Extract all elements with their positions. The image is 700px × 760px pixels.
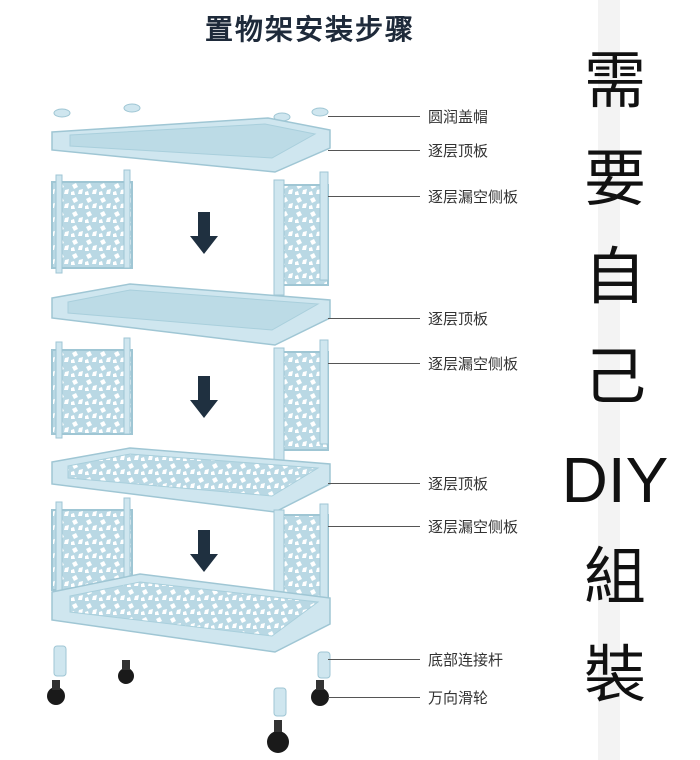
- leader-line: [328, 483, 420, 484]
- side-text-char: 裝: [583, 638, 646, 711]
- side-panel-left-2: [51, 337, 133, 439]
- leader-line: [328, 363, 420, 364]
- down-arrow-icon: [190, 376, 218, 418]
- side-text-char: 己: [583, 340, 646, 413]
- label-top-board-2: 逐层顶板: [428, 310, 489, 328]
- side-panel-right-2: [273, 339, 329, 461]
- cap-group: [53, 103, 329, 122]
- leader-line: [328, 318, 420, 319]
- label-side-panel-3: 逐层漏空侧板: [428, 518, 519, 536]
- down-arrow-icon: [190, 530, 218, 572]
- bottom-tray: [51, 573, 331, 653]
- leader-line: [328, 697, 420, 698]
- connector-rods: [53, 645, 331, 717]
- leader-line: [328, 116, 420, 117]
- down-arrow-icon: [190, 212, 218, 254]
- caster-wheels: [47, 660, 329, 753]
- label-top-board-3: 逐层顶板: [428, 475, 489, 493]
- leader-line: [328, 150, 420, 151]
- side-strip: [598, 0, 620, 760]
- label-side-panel-1: 逐层漏空侧板: [428, 188, 519, 206]
- label-top-board-1: 逐层顶板: [428, 142, 489, 160]
- label-connector: 底部连接杆: [428, 651, 504, 669]
- side-panel-left-1: [51, 169, 133, 274]
- side-panel-right-1: [273, 171, 329, 296]
- leader-line: [328, 196, 420, 197]
- side-text-char: 組: [583, 540, 646, 613]
- side-text-char: 要: [583, 142, 646, 215]
- leader-line: [328, 526, 420, 527]
- side-panel-left-3: [51, 497, 133, 595]
- top-board-1: [51, 117, 331, 173]
- side-text-char: 自: [583, 240, 646, 313]
- top-board-3: [51, 447, 331, 513]
- label-side-panel-2: 逐层漏空侧板: [428, 355, 519, 373]
- top-board-2: [51, 283, 331, 346]
- label-caster: 万向滑轮: [428, 689, 489, 707]
- page-title: 置物架安装步骤: [204, 13, 415, 46]
- leader-line: [328, 659, 420, 660]
- label-cap: 圆润盖帽: [428, 108, 489, 126]
- side-text-char: 需: [583, 44, 646, 117]
- side-text-diy: DIY: [561, 444, 669, 516]
